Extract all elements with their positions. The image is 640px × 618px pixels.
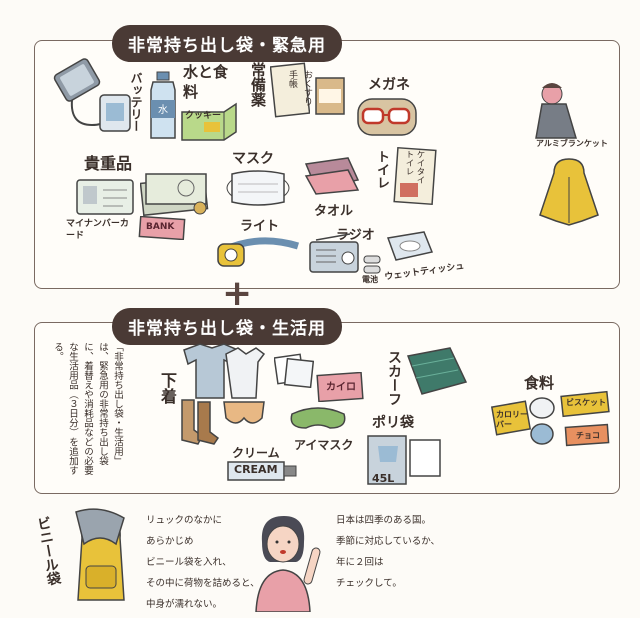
medicine-notebook-label: おくすり手帳 bbox=[287, 70, 312, 106]
cream-tube-label: CREAM bbox=[234, 463, 278, 476]
glasses-illustration bbox=[355, 95, 419, 139]
battery-label: バッテリー bbox=[129, 72, 143, 132]
wet-tissue-illustration bbox=[384, 228, 436, 264]
daily-life-description: 「非常持ち出し袋・生活用」は、緊急用の非常持ち出し袋に、着替えや消耗品などの必要… bbox=[52, 342, 123, 475]
toilet-label: トイレ bbox=[374, 150, 389, 189]
cream-tube-illustration bbox=[226, 458, 298, 484]
poly-bag-illustration bbox=[364, 432, 444, 488]
raincoat-illustration bbox=[534, 155, 604, 227]
cookie-box-illustration bbox=[180, 102, 238, 142]
water-bottle-illustration: 水 bbox=[145, 70, 181, 142]
vinyl-bag-note: リュックのなかに あらかじめ ビニール袋を入れ、 その中に荷物を詰めると、 中身… bbox=[146, 510, 260, 615]
shorts-illustration bbox=[222, 398, 266, 434]
note-left-line-2: あらかじめ bbox=[146, 536, 194, 547]
calorie-bar-label: カロリーバー bbox=[496, 410, 528, 429]
medicine-bottle-illustration bbox=[313, 75, 347, 117]
poly-bag-size-label: 45L bbox=[372, 472, 395, 485]
note-right-line-2: 季節に対応しているか、 bbox=[336, 536, 441, 547]
mask-illustration bbox=[218, 166, 298, 210]
headlight-illustration bbox=[214, 228, 304, 272]
valuables-label: 貴重品 bbox=[84, 154, 133, 173]
bankbook-illustration bbox=[138, 216, 186, 240]
svg-text:水: 水 bbox=[158, 104, 168, 116]
banknote-illustration bbox=[140, 170, 210, 216]
radio-illustration bbox=[306, 232, 362, 276]
eye-mask-label: アイマスク bbox=[294, 438, 354, 452]
battery-cells-illustration bbox=[362, 254, 382, 276]
woman-waving-illustration bbox=[250, 512, 330, 612]
towel-label: タオル bbox=[314, 204, 354, 219]
radio-label: ラジオ bbox=[336, 228, 375, 243]
scarf-illustration bbox=[404, 344, 470, 400]
food-label: 食料 bbox=[524, 374, 555, 392]
note-left-line-4: その中に荷物を詰めると、 bbox=[146, 578, 260, 589]
aluminum-blanket-label: アルミブランケット bbox=[536, 139, 608, 148]
vinyl-bag-label: ビニール袋 bbox=[34, 515, 62, 587]
towel-illustration bbox=[302, 150, 362, 196]
hand-warmer-packets-illustration bbox=[274, 352, 314, 388]
plus-sign: + bbox=[222, 273, 253, 314]
food-items-illustration bbox=[490, 390, 614, 452]
daily-life-title: 非常持ち出し袋・生活用 bbox=[112, 308, 342, 345]
cookie-label: クッキー bbox=[185, 111, 222, 121]
note-left-line-1: リュックのなかに bbox=[146, 515, 223, 526]
medicine-label: 常備薬 bbox=[249, 62, 267, 107]
socks-illustration bbox=[176, 396, 220, 446]
underwear-label: 下着 bbox=[158, 372, 177, 404]
emergency-title: 非常持ち出し袋・緊急用 bbox=[112, 25, 342, 62]
kairo-label: カイロ bbox=[326, 382, 356, 393]
portable-toilet-label: ケイタイトイレ bbox=[404, 150, 425, 184]
my-number-card-illustration bbox=[75, 178, 135, 218]
backpack-illustration bbox=[66, 508, 136, 608]
mask-label: マスク bbox=[232, 151, 274, 167]
bankbook-label: BANK bbox=[146, 222, 175, 232]
light-label: ライト bbox=[240, 219, 280, 234]
medicine-notebook-illustration bbox=[270, 62, 310, 118]
note-left-line-5: 中身が濡れない。 bbox=[146, 599, 223, 610]
scarf-label: スカーフ bbox=[386, 350, 402, 406]
note-left-line-3: ビニール袋を入れ、 bbox=[146, 557, 232, 568]
my-number-label: マイナンバーカード bbox=[66, 219, 129, 241]
battery-illustration bbox=[52, 55, 142, 135]
water-food-label: 水と食料 bbox=[183, 63, 229, 101]
kairo-illustration bbox=[316, 372, 364, 402]
battery-cell-label: 電池 bbox=[362, 275, 378, 284]
choco-label: チョコ bbox=[576, 431, 600, 440]
note-right-line-4: チェックして。 bbox=[336, 578, 402, 589]
note-right-line-1: 日本は四季のある国。 bbox=[336, 515, 432, 526]
seasonal-check-note: 日本は四季のある国。 季節に対応しているか、 年に２回は チェックして。 bbox=[336, 510, 440, 594]
eye-mask-illustration bbox=[286, 404, 350, 434]
cream-label: クリーム bbox=[232, 446, 280, 460]
aluminum-blanket-person-illustration bbox=[530, 80, 580, 140]
biscuit-label: ビスケット bbox=[566, 398, 606, 407]
poly-bag-label: ポリ袋 bbox=[372, 415, 414, 431]
glasses-label: メガネ bbox=[368, 77, 410, 93]
portable-toilet-illustration bbox=[392, 145, 438, 207]
undershirt-illustration bbox=[176, 340, 266, 402]
note-right-line-3: 年に２回は bbox=[336, 557, 384, 568]
